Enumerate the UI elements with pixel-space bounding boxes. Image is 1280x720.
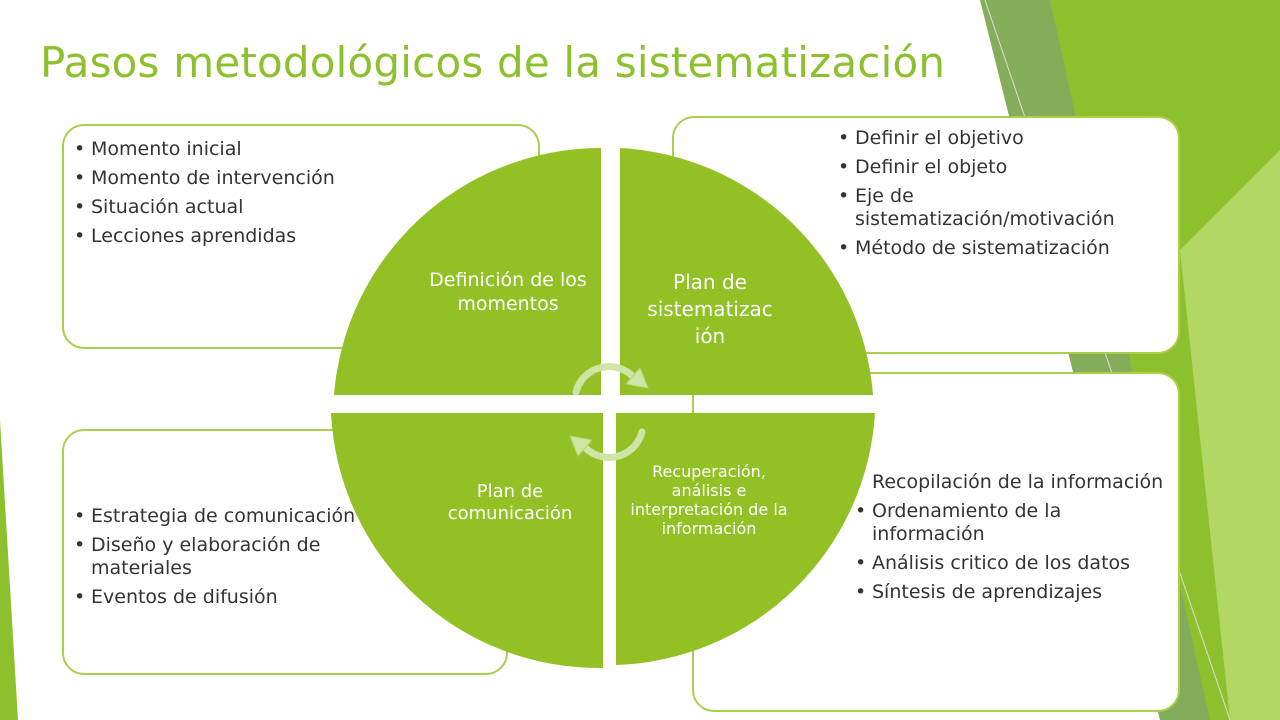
list-item: Situación actual (74, 196, 384, 219)
list-item: Eventos de difusión (74, 586, 364, 609)
quadrant-top-left (334, 148, 601, 395)
list-item: Diseño y elaboración de materiales (74, 534, 364, 580)
list-item: Momento de intervención (74, 167, 384, 190)
list-item: Definir el objetivo (838, 127, 1168, 150)
bullet-list-momentos: Momento inicial Momento de intervención … (74, 138, 384, 254)
list-item: Eje de sistematización/motivación (838, 185, 1168, 231)
list-item: Recopilación de la información (872, 471, 1164, 493)
quadrant-label-plan-comunicacion: Plan de comunicación (447, 481, 573, 524)
list-item: Análisis critico de los datos (855, 552, 1175, 575)
cycle-arrowhead-top (625, 367, 649, 389)
right-stripe-light (1180, 150, 1280, 720)
cycle-arrow-bottom (578, 428, 646, 461)
cycle-arrowhead-bottom (569, 435, 593, 457)
list-item: Momento inicial (74, 138, 384, 161)
quadrant-bottom-left-shape (331, 413, 603, 669)
quadrant-top-right (620, 148, 873, 395)
list-item: Definir el objeto (838, 156, 1168, 179)
cycle-arrows-icon (569, 363, 649, 461)
bullet-list-recuperacion: Recopilación de la información Ordenamie… (855, 471, 1175, 610)
quadrant-bottom-right (616, 413, 875, 665)
cycle-arrow-top (572, 363, 640, 396)
list-item: Lecciones aprendidas (74, 225, 384, 248)
bullet-list-plan-comunicacion: Estrategia de comunicación Diseño y elab… (74, 505, 364, 615)
bullet-list-plan-sistematizacion: Definir el objetivo Definir el objeto Ej… (838, 127, 1168, 266)
quadrant-label-definicion-momentos: Definición de los momentos (429, 269, 587, 315)
quadrant-label-recuperacion-analisis: Recuperación, análisis e interpretación … (630, 462, 788, 538)
quadrant-label-plan-sistematizacion: Plan de sistematizac ión (647, 270, 773, 348)
list-item: Síntesis de aprendizajes (855, 581, 1175, 604)
list-item: Método de sistematización (838, 237, 1168, 260)
list-item: Estrategia de comunicación (74, 505, 364, 528)
left-accent-stripe (0, 420, 18, 720)
slide-title: Pasos metodológicos de la sistematizació… (40, 38, 946, 87)
list-item: Ordenamiento de la información (855, 500, 1175, 546)
